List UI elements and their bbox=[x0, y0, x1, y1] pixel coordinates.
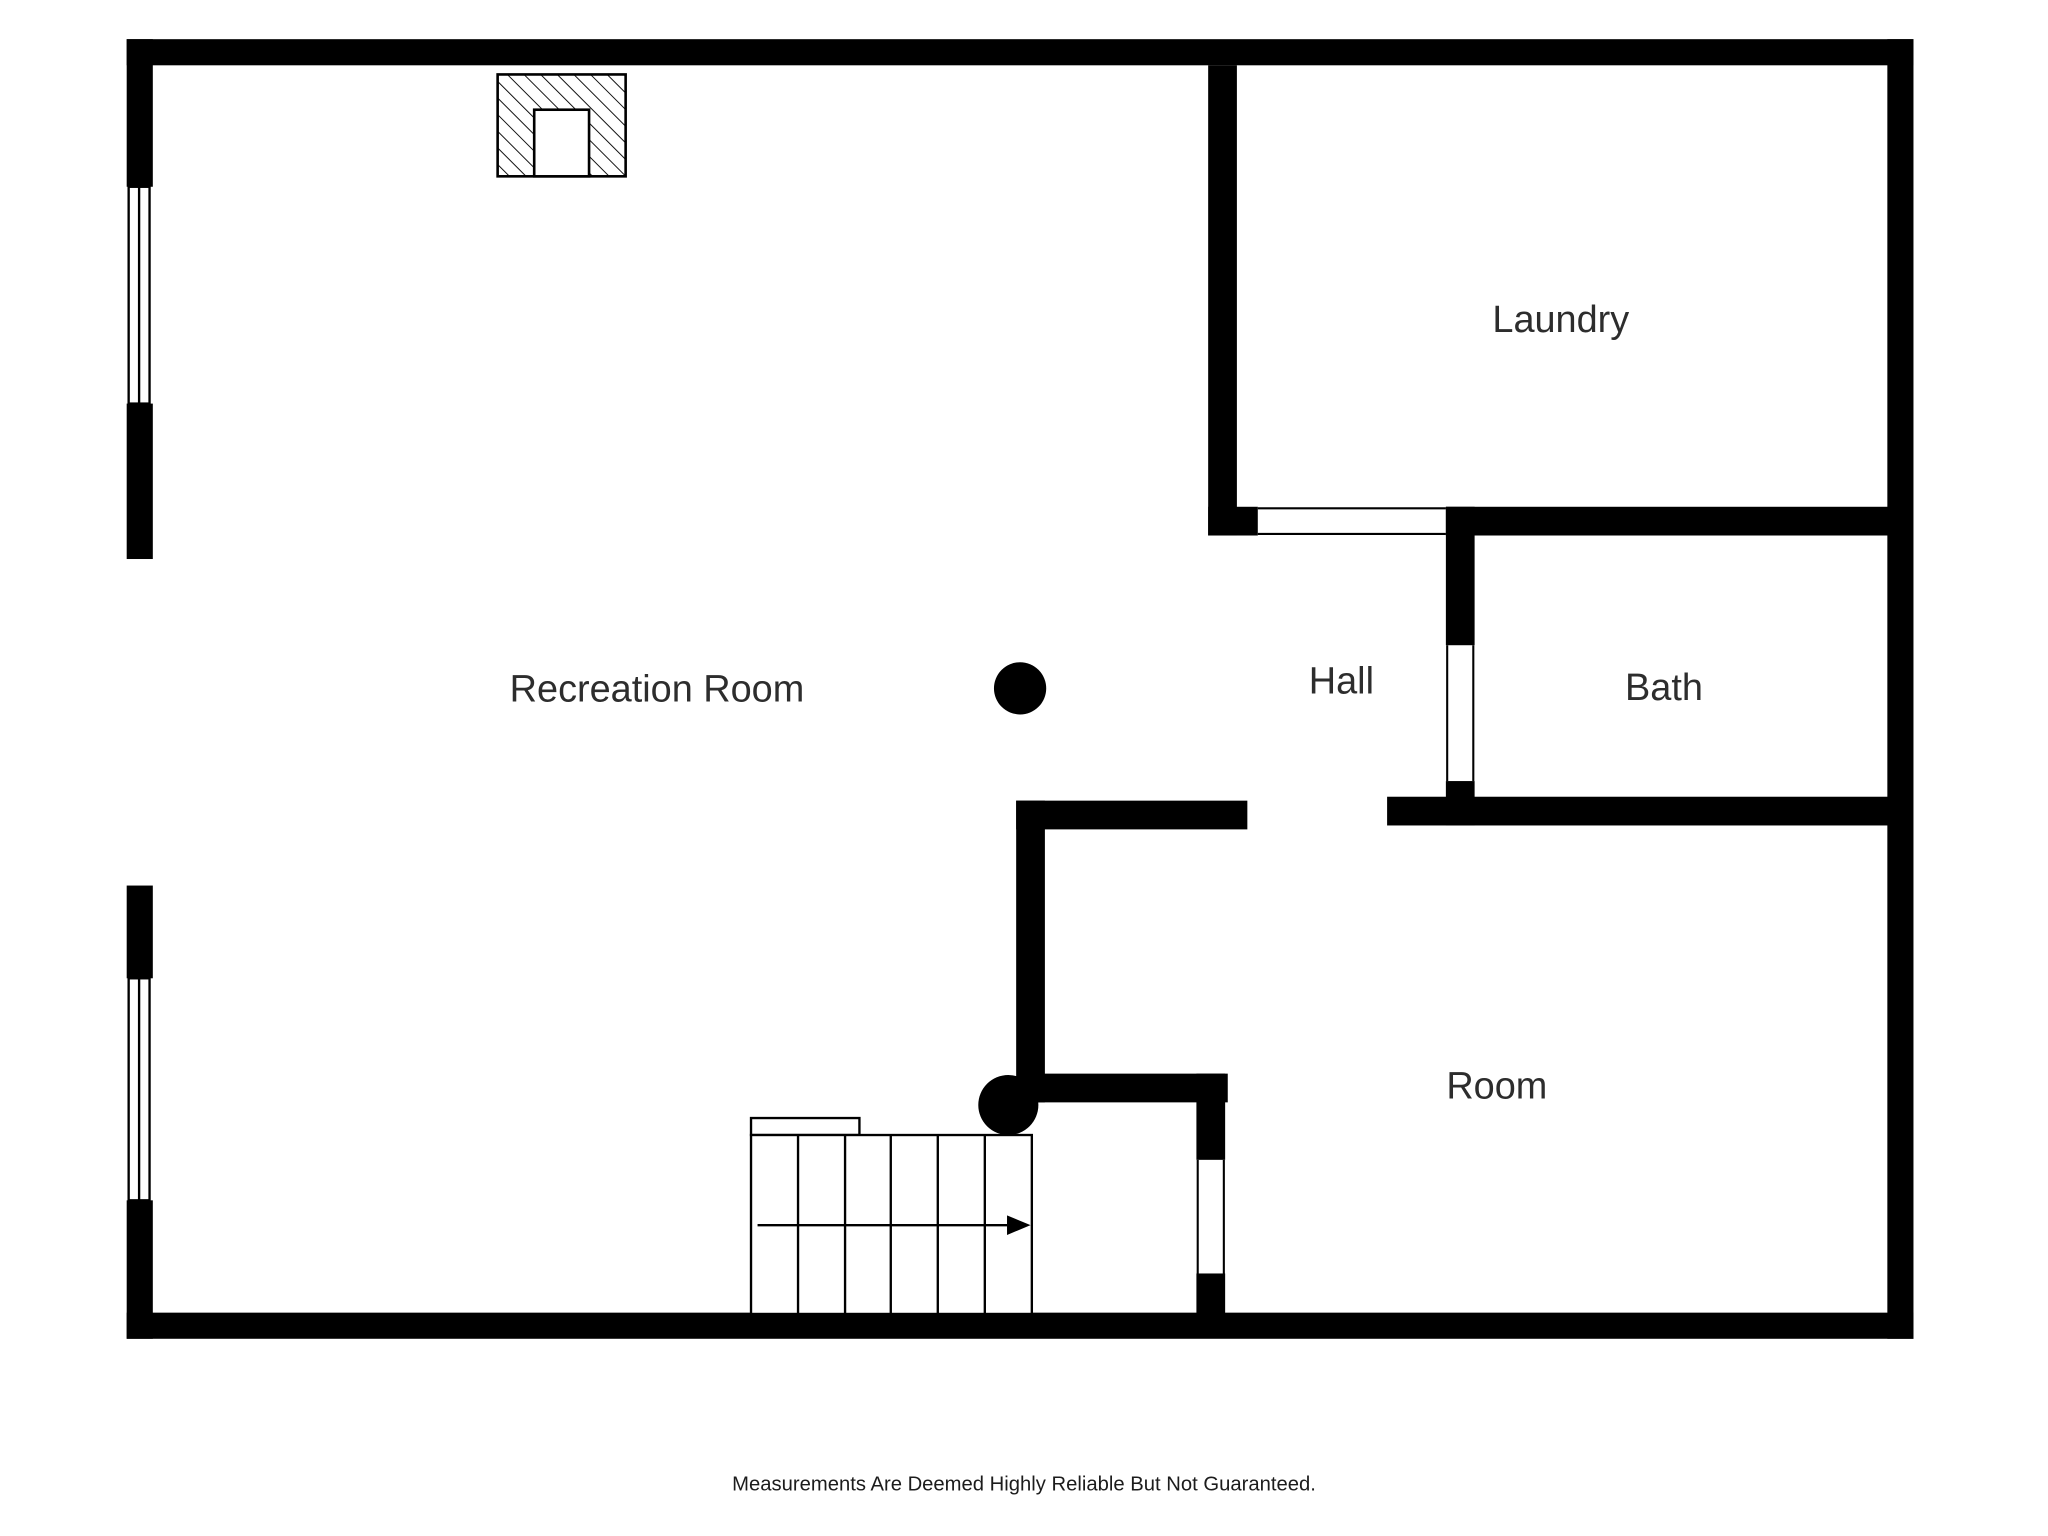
stair-direction-arrow bbox=[757, 1215, 1031, 1235]
interior-walls bbox=[1016, 65, 1894, 1320]
wall-right bbox=[1887, 39, 1914, 1339]
room-label-hall: Hall bbox=[1309, 661, 1374, 703]
wall-left-segment-1 bbox=[126, 39, 153, 187]
disclaimer-text: Measurements Are Deemed Highly Reliable … bbox=[732, 1473, 1316, 1495]
wall-left-segment-2 bbox=[126, 403, 153, 560]
laundry-wall-stub bbox=[1208, 506, 1258, 536]
chimney-flue bbox=[532, 108, 591, 178]
stair-left-wall bbox=[1016, 800, 1045, 1103]
bath-left-wall-upper bbox=[1445, 506, 1475, 646]
door-opening-bath bbox=[1446, 645, 1475, 782]
wall-left-segment-3 bbox=[126, 885, 153, 979]
room-label-recreation: Recreation Room bbox=[510, 668, 805, 710]
wall-left-segment-4 bbox=[126, 1200, 153, 1339]
stair-top-wall bbox=[1016, 800, 1248, 830]
hall-room-divider-wall bbox=[1387, 796, 1894, 826]
window-icon-upper bbox=[127, 185, 151, 405]
wall-top bbox=[126, 39, 1914, 66]
arrow-head bbox=[1007, 1215, 1031, 1235]
window-icon-lower bbox=[127, 977, 151, 1202]
room-label-bath: Bath bbox=[1625, 667, 1703, 709]
stair-handrail bbox=[749, 1116, 861, 1137]
laundry-bottom-wall bbox=[1445, 506, 1894, 536]
landing-right-wall-lower bbox=[1196, 1273, 1226, 1320]
wall-bottom bbox=[126, 1312, 1914, 1339]
room-label-room: Room bbox=[1446, 1065, 1547, 1107]
staircase-icon bbox=[749, 1116, 1034, 1316]
door-opening-landing bbox=[1196, 1159, 1225, 1274]
landing-top-wall bbox=[1031, 1073, 1228, 1103]
outer-walls bbox=[126, 39, 1914, 1339]
laundry-left-wall bbox=[1208, 65, 1237, 536]
support-column-icon bbox=[993, 662, 1047, 715]
landing-right-wall-upper bbox=[1196, 1073, 1226, 1160]
room-label-laundry: Laundry bbox=[1492, 299, 1629, 341]
door-opening-laundry bbox=[1257, 507, 1446, 535]
stair-newel-icon bbox=[978, 1074, 1039, 1136]
chimney-icon bbox=[496, 73, 627, 178]
